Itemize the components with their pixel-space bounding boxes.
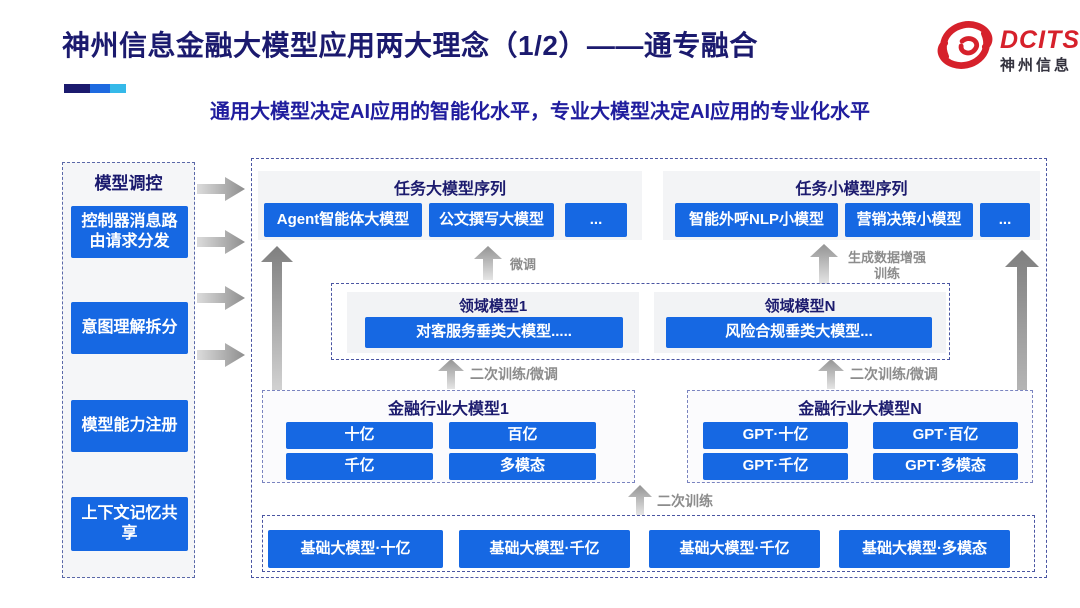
domain-model-container: 领域模型1 对客服务垂类大模型..... 领域模型N 风险合规垂类大模型... (331, 283, 950, 360)
node-multimodal: 多模态 (449, 453, 596, 480)
node-more-small-models: ... (980, 203, 1030, 237)
node-base-model-billion: 基础大模型·十亿 (268, 530, 443, 568)
node-agent-large-model: Agent智能体大模型 (264, 203, 422, 237)
right-arrow-icon (197, 230, 245, 254)
node-gpt-hundred-billion: GPT·千亿 (703, 453, 848, 480)
sidebar-item-capability-register: 模型能力注册 (71, 400, 188, 452)
node-gpt-billion: GPT·十亿 (703, 422, 848, 449)
right-arrow-icon (197, 286, 245, 310)
up-arrow-icon (818, 359, 844, 389)
up-arrow-icon (474, 246, 502, 280)
sidebar-title: 模型调控 (94, 174, 163, 193)
node-gpt-ten-billion: GPT·百亿 (873, 422, 1018, 449)
node-risk-compliance-vertical-model: 风险合规垂类大模型... (666, 317, 932, 348)
finance-industry-model-1-panel: 金融行业大模型1 十亿 百亿 千亿 多模态 (262, 390, 635, 483)
sidebar-item-intent-split: 意图理解拆分 (71, 302, 188, 354)
finance-industry-model-n-panel: 金融行业大模型N GPT·十亿 GPT·百亿 GPT·千亿 GPT·多模态 (687, 390, 1033, 483)
node-marketing-decision-model: 营销决策小模型 (845, 203, 973, 237)
slide-subtitle: 通用大模型决定AI应用的智能化水平，专业大模型决定AI应用的专业化水平 (210, 101, 870, 123)
right-arrow-icon (197, 343, 245, 367)
label-secondary-training-finetune-right: 二次训练/微调 (850, 366, 938, 382)
label-fine-tune: 微调 (510, 257, 537, 272)
title-accent-bar (64, 84, 126, 93)
model-control-sidebar: 模型调控 控制器消息路由请求分发 意图理解拆分 模型能力注册 上下文记忆共享 (62, 162, 195, 578)
up-arrow-icon (810, 244, 838, 284)
up-arrow-icon (1005, 250, 1039, 480)
node-customer-service-vertical-model: 对客服务垂类大模型..... (365, 317, 623, 348)
right-arrow-icon (197, 177, 245, 201)
node-document-writing-model: 公文撰写大模型 (429, 203, 554, 237)
node-gpt-multimodal: GPT·多模态 (873, 453, 1018, 480)
logo-brand-cn-text: 神州信息 (1000, 57, 1073, 74)
node-base-model-multimodal: 基础大模型·多模态 (839, 530, 1010, 568)
up-arrow-icon (628, 485, 652, 515)
node-outbound-nlp-model: 智能外呼NLP小模型 (675, 203, 838, 237)
dcits-logo-icon (937, 21, 993, 69)
logo-brand-text: DCITS (1000, 26, 1080, 54)
domain-model-1-title: 领域模型1 (458, 298, 528, 315)
base-model-container: 基础大模型·十亿 基础大模型·千亿 基础大模型·千亿 基础大模型·多模态 (262, 515, 1035, 572)
domain-model-n-title: 领域模型N (764, 298, 836, 315)
finance-industry-model-1-title: 金融行业大模型1 (388, 401, 509, 418)
sidebar-item-router-dispatch: 控制器消息路由请求分发 (71, 206, 188, 258)
up-arrow-icon (261, 246, 293, 400)
sidebar-item-context-memory: 上下文记忆共享 (71, 497, 188, 551)
node-base-model-hundred-billion-2: 基础大模型·千亿 (649, 530, 820, 568)
architecture-container (251, 158, 1047, 578)
task-small-model-title: 任务小模型序列 (795, 181, 908, 198)
node-billion: 十亿 (286, 422, 433, 449)
task-small-model-panel: 任务小模型序列 智能外呼NLP小模型 营销决策小模型 ... (663, 171, 1040, 240)
task-large-model-panel: 任务大模型序列 Agent智能体大模型 公文撰写大模型 ... (258, 171, 642, 240)
domain-model-n-panel: 领域模型N 风险合规垂类大模型... (654, 292, 946, 353)
task-large-model-title: 任务大模型序列 (393, 181, 506, 198)
finance-industry-model-n-title: 金融行业大模型N (798, 401, 922, 418)
node-base-model-hundred-billion-1: 基础大模型·千亿 (459, 530, 630, 568)
node-ten-billion: 百亿 (449, 422, 596, 449)
label-secondary-training-finetune-left: 二次训练/微调 (470, 366, 558, 382)
up-arrow-icon (438, 359, 464, 389)
label-gen-data-training: 生成数据增强训练 (847, 250, 926, 282)
domain-model-1-panel: 领域模型1 对客服务垂类大模型..... (347, 292, 639, 353)
node-more-large-models: ... (565, 203, 627, 237)
page-title: 神州信息金融大模型应用两大理念（1/2）——通专融合 (62, 30, 758, 61)
label-secondary-training: 二次训练 (657, 493, 713, 509)
node-hundred-billion: 千亿 (286, 453, 433, 480)
